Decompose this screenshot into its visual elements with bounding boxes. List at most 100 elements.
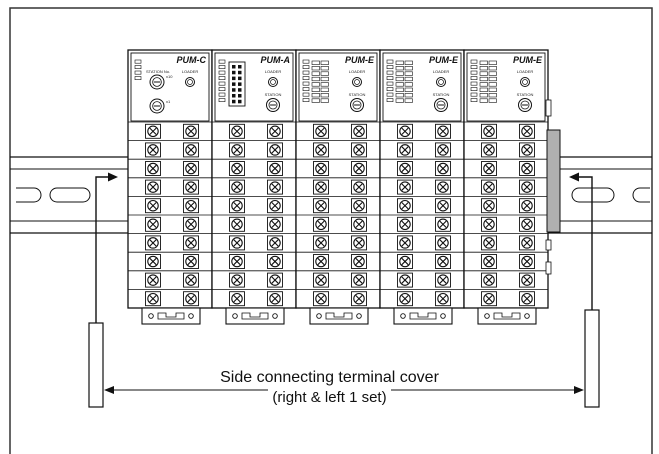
screw-slot: [523, 220, 531, 228]
module-face: [130, 52, 210, 122]
status-led: [218, 59, 226, 64]
screw-slot: [233, 146, 241, 154]
loader-port-inner: [522, 79, 528, 85]
status-led: [302, 70, 310, 75]
module-label: x10: [166, 74, 173, 79]
screw-slot: [233, 202, 241, 210]
indicator-led: [488, 76, 497, 82]
screw-slot: [271, 164, 279, 173]
screw-slot: [401, 220, 409, 228]
screw-slot: [271, 239, 279, 247]
status-led: [386, 81, 394, 86]
status-led: [470, 98, 478, 103]
screw-slot: [439, 127, 447, 135]
indicator-led: [404, 98, 413, 103]
screw-slot: [187, 295, 195, 303]
screw-slot: [233, 276, 241, 284]
screw-slot: [523, 295, 531, 303]
indicator-led: [404, 66, 413, 71]
status-led: [218, 65, 226, 70]
module-label: LOADER: [517, 69, 534, 74]
din-clamp: [225, 307, 285, 325]
status-led: [218, 76, 226, 81]
status-led: [470, 87, 478, 92]
loader-port-inner: [354, 79, 360, 85]
status-led: [470, 76, 478, 81]
loader-port-inner: [187, 79, 193, 85]
screw-slot: [523, 276, 531, 284]
indicator-led: [320, 82, 329, 87]
screw-slot: [317, 202, 325, 210]
screw-slot: [485, 295, 493, 303]
indicator-led: [311, 66, 320, 71]
indicator-led: [488, 82, 497, 87]
clamp-hole: [356, 313, 362, 319]
screw-slot: [149, 276, 157, 284]
module-label: LOADER: [182, 69, 199, 74]
screw-slot: [523, 257, 531, 266]
clamp-latch: [409, 312, 437, 320]
indicator-led: [404, 71, 413, 76]
screw-slot: [149, 257, 157, 266]
indicator-led: [395, 87, 404, 92]
screw-slot: [317, 295, 325, 303]
indicator-led: [320, 93, 329, 98]
status-led: [386, 70, 394, 75]
screw-slot: [149, 220, 157, 228]
connector: [228, 61, 246, 107]
screw-slot: [271, 257, 279, 266]
indicator-led: [311, 82, 320, 87]
module-title: PUM-C: [177, 55, 207, 65]
screw-slot: [355, 295, 363, 303]
clamp-hole: [188, 313, 194, 319]
clamp-latch: [493, 312, 521, 320]
status-led: [470, 70, 478, 75]
indicator-led: [320, 76, 329, 82]
screw-slot: [233, 220, 241, 228]
screw-slot: [233, 257, 241, 266]
din-clamp: [393, 307, 453, 325]
module-label: STATION: [517, 92, 534, 97]
module-label: LOADER: [349, 69, 366, 74]
side-tab: [545, 99, 552, 117]
status-led: [302, 87, 310, 92]
connector-pin: [232, 82, 236, 86]
screw-slot: [187, 146, 195, 154]
indicator-led: [395, 66, 404, 71]
indicator-led: [311, 71, 320, 76]
connector-pin: [232, 88, 236, 92]
screw-slot: [149, 127, 157, 135]
status-led: [470, 59, 478, 64]
screw-slot: [317, 276, 325, 284]
screw-slot: [187, 202, 195, 210]
indicator-led: [395, 76, 404, 82]
clamp-latch: [157, 312, 185, 320]
screw-slot: [149, 183, 157, 191]
indicator-led: [488, 93, 497, 98]
indicator-led: [395, 60, 404, 65]
screw-slot: [271, 276, 279, 284]
screw-slot: [271, 146, 279, 154]
module-title: PUM-E: [513, 55, 543, 65]
screw-slot: [149, 146, 157, 154]
indicator-led: [395, 98, 404, 103]
screw-slot: [187, 164, 195, 173]
indicator-led: [404, 60, 413, 65]
screw-slot: [439, 146, 447, 154]
screw-slot: [187, 257, 195, 266]
module-title: PUM-E: [429, 55, 459, 65]
indicator-led: [320, 87, 329, 92]
screw-slot: [439, 183, 447, 191]
insertion-arrow-right: [569, 172, 593, 310]
module-label: STATION: [433, 92, 450, 97]
status-led: [302, 81, 310, 86]
clamp-hole: [148, 313, 154, 319]
screw-slot: [523, 202, 531, 210]
module-label: x1: [166, 99, 171, 104]
insertion-arrow-left: [95, 172, 118, 323]
outer-frame: [9, 7, 653, 454]
screw-slot: [233, 295, 241, 303]
indicator-led: [311, 98, 320, 103]
clamp-hole: [400, 313, 406, 319]
